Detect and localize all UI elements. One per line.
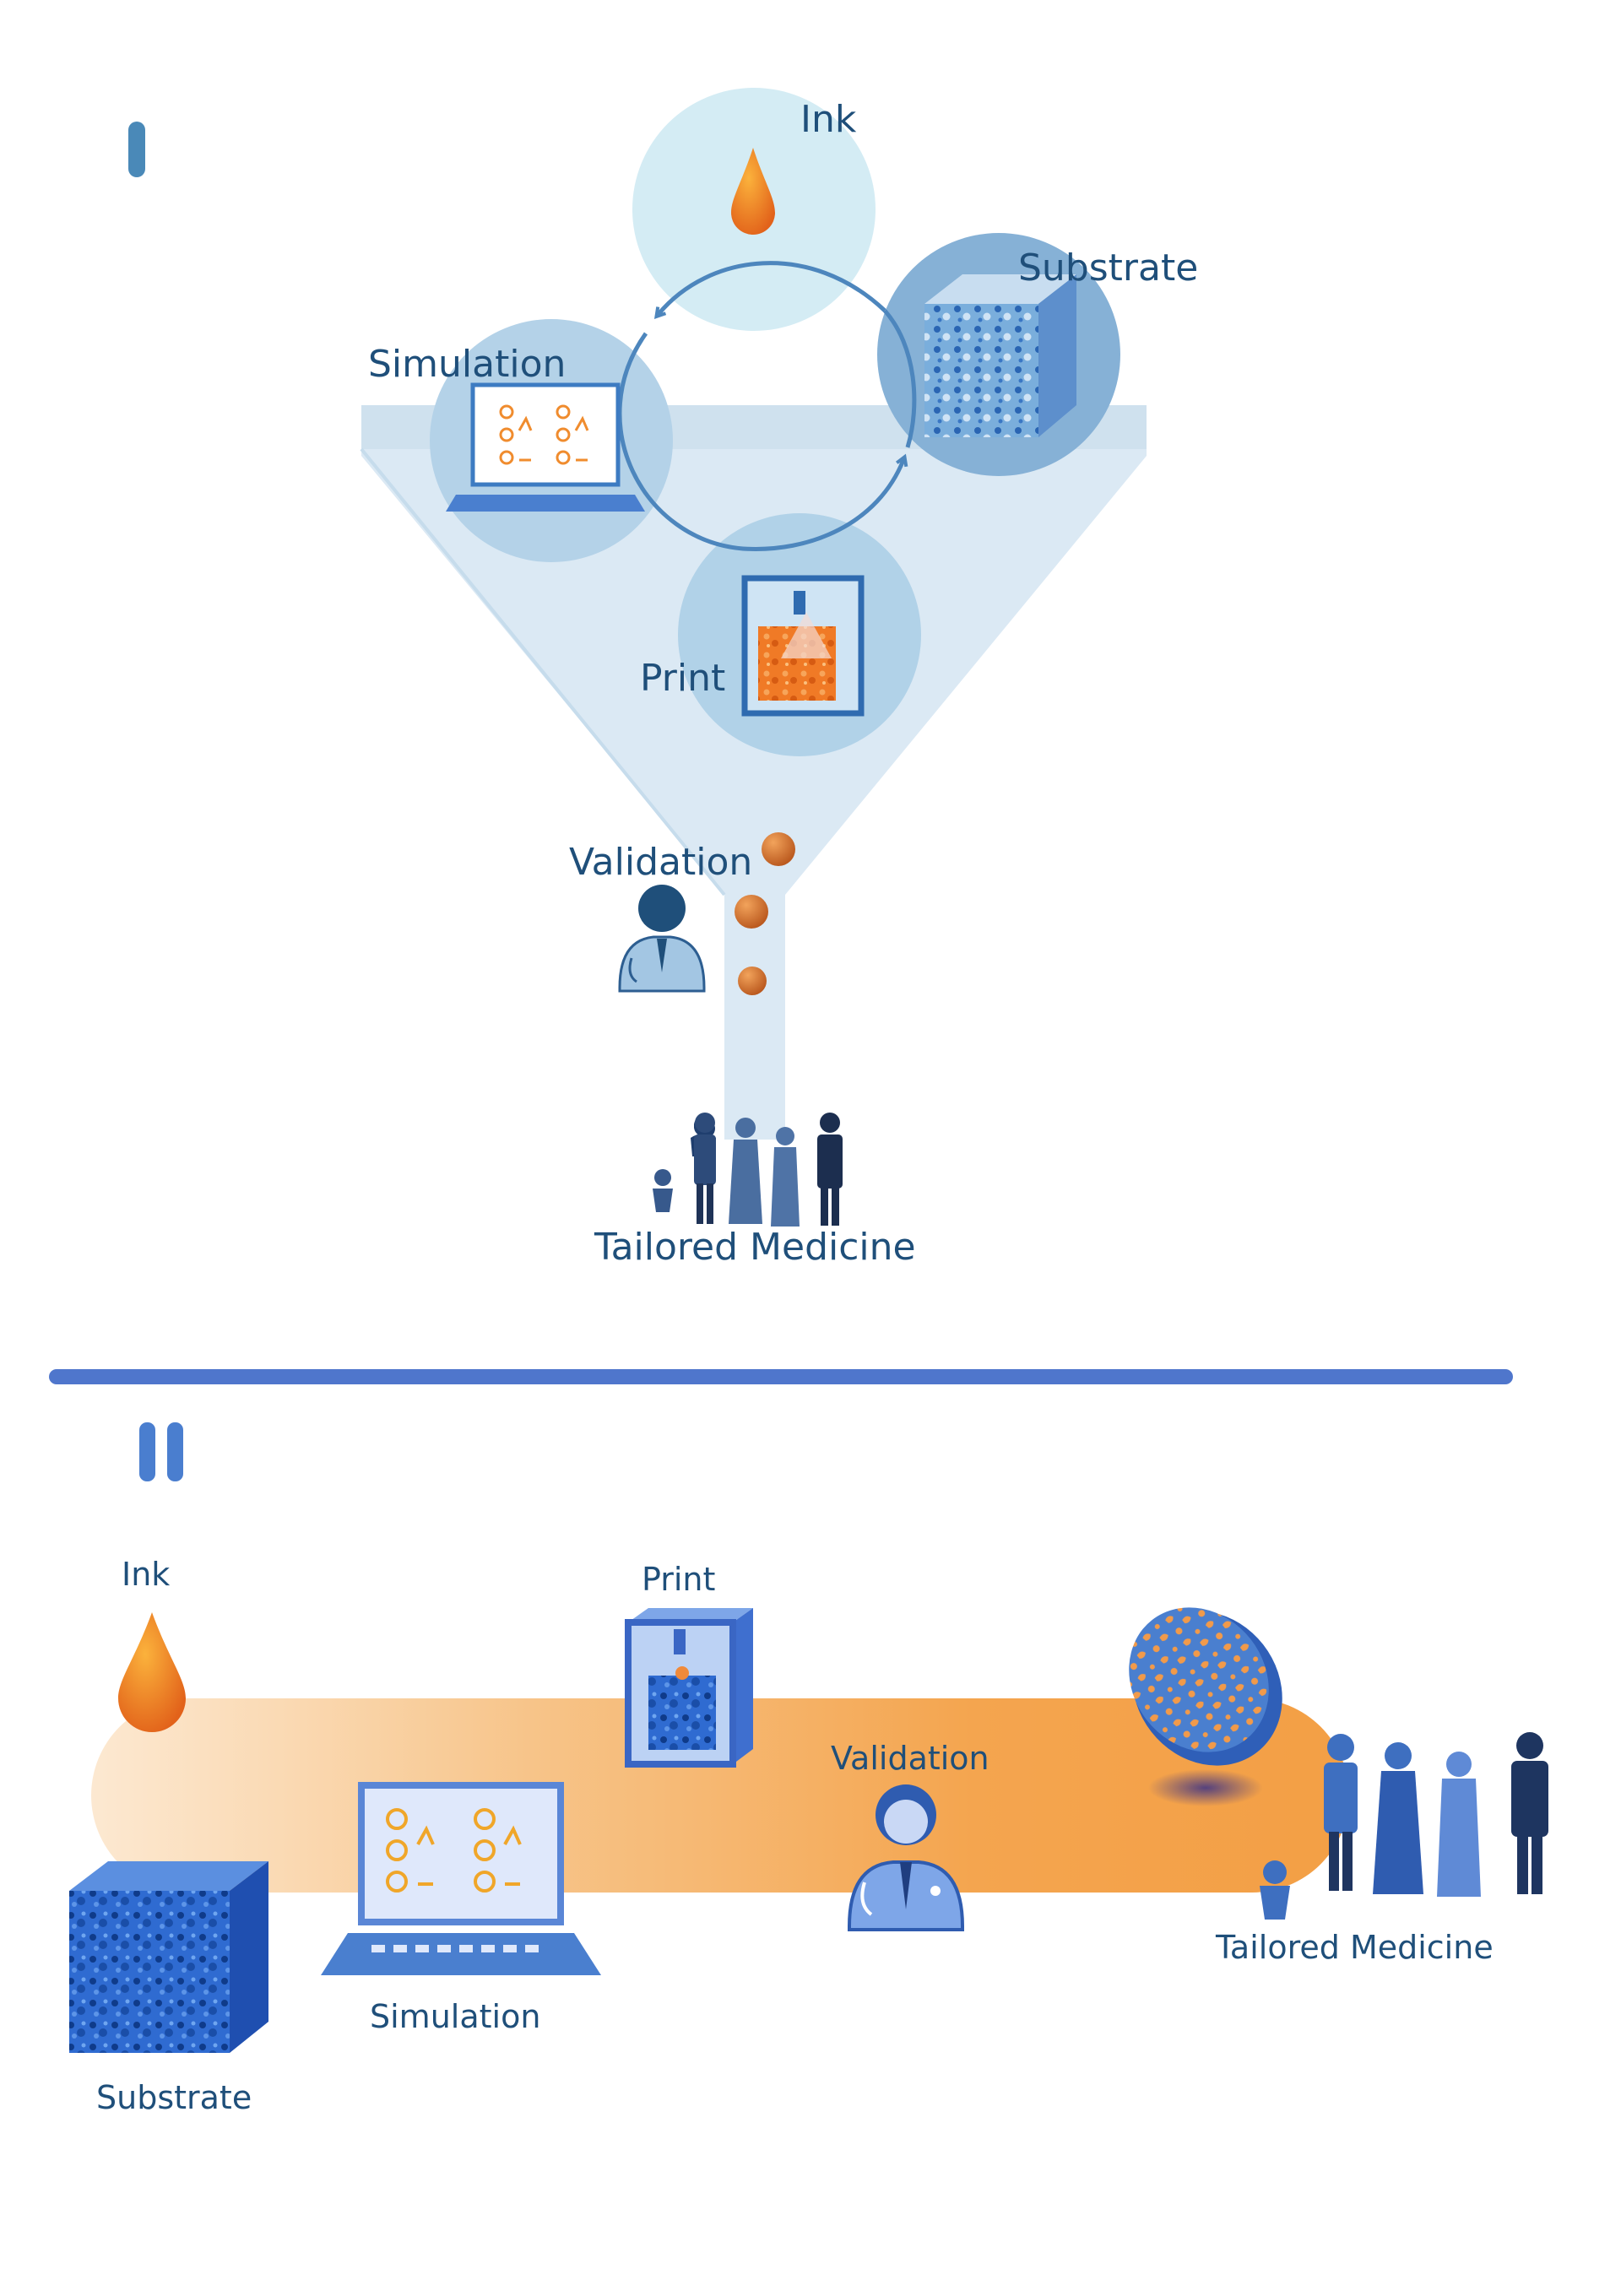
doctor-icon-panel-two: [848, 1784, 964, 1931]
panel-two-validation-label: Validation: [831, 1740, 989, 1777]
simulation-laptop-icon: [446, 382, 645, 512]
patients-row-panel-two: [1260, 1732, 1548, 1920]
printer-icon-panel-two: [625, 1608, 753, 1768]
panel-two-outcome-label: Tailored Medicine: [1216, 1929, 1494, 1966]
substrate-cube-icon: [924, 274, 1076, 437]
panel-two-print-label: Print: [642, 1561, 716, 1598]
panel-one-outcome-label: Tailored Medicine: [594, 1226, 916, 1269]
ink-drop-icon-panel-two: [118, 1612, 186, 1732]
panel-one-ink-label: Ink: [800, 98, 857, 141]
pill-ball-1: [762, 832, 795, 866]
panel-two: [69, 1422, 1548, 2053]
panel-one-numeral-mark: [128, 122, 145, 177]
simulation-laptop-icon-panel-two: [321, 1782, 601, 1975]
panel-two-numeral-mark-left: [139, 1422, 155, 1481]
panel-one-simulation-label: Simulation: [368, 343, 567, 386]
panel-two-simulation-label: Simulation: [370, 1998, 541, 2035]
panel-two-substrate-label: Substrate: [96, 2079, 252, 2116]
panel-one-print-label: Print: [640, 657, 726, 700]
printer-icon: [741, 575, 865, 717]
pill-ball-3: [738, 967, 767, 995]
section-divider: [49, 1369, 1513, 1384]
panel-one: [128, 88, 1147, 1227]
panel-one-validation-label: Validation: [569, 841, 753, 884]
pill-ball-2: [735, 895, 768, 929]
doctor-icon: [618, 885, 706, 993]
panel-two-numeral-mark-right: [167, 1422, 183, 1481]
patients-row-panel-one: [653, 1113, 843, 1227]
ink-drop-icon: [731, 148, 775, 235]
panel-two-ink-label: Ink: [122, 1556, 171, 1593]
substrate-cube-icon-panel-two: [69, 1861, 268, 2053]
tablet-pill-icon: [1129, 1607, 1282, 1806]
panel-one-substrate-label: Substrate: [1018, 246, 1199, 290]
